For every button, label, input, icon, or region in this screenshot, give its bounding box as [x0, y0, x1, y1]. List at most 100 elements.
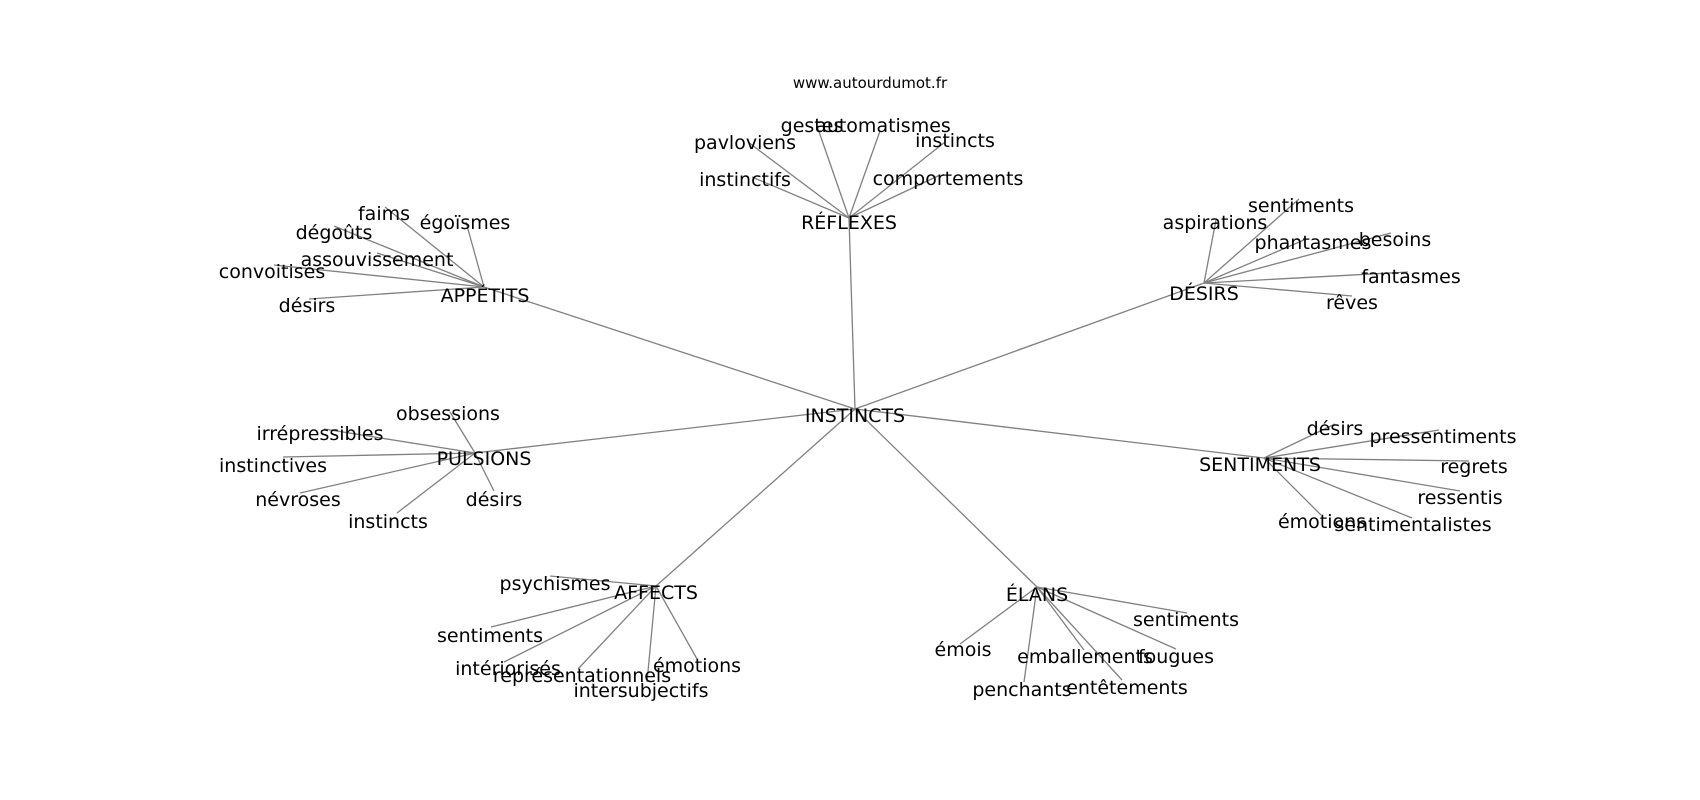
edge-pulsions-irrepressibles [323, 428, 476, 454]
edge-center-sentiments [854, 408, 1265, 459]
node-leaf-pulsions-desirs[interactable]: désirs [466, 489, 523, 511]
edge-center-reflexes [848, 217, 856, 410]
node-leaf-appetits-convoitises[interactable]: convoitises [219, 261, 325, 283]
node-leaf-appetits-assouvissement[interactable]: assouvissement [301, 249, 454, 271]
edge-elans-emois [959, 586, 1038, 645]
node-leaf-pulsions-irrepressibles[interactable]: irrépressibles [257, 423, 384, 445]
edge-elans-penchants [1023, 586, 1038, 683]
edge-reflexes-gestes [816, 125, 850, 219]
edge-reflexes-instincts [848, 141, 946, 219]
edge-desirs-reves [1203, 282, 1353, 297]
node-leaf-desirs-aspirations[interactable]: aspirations [1163, 212, 1268, 234]
edge-sentiments-regrets [1263, 457, 1470, 462]
edge-center-elans [854, 408, 1038, 588]
edge-reflexes-automatismes [848, 130, 881, 219]
node-leaf-reflexes-instincts[interactable]: instincts [915, 130, 995, 152]
edge-appetits-assouvissement [376, 252, 485, 288]
node-leaf-reflexes-comportements[interactable]: comportements [873, 168, 1024, 190]
node-leaf-sentiments-emotions[interactable]: émotions [1278, 511, 1366, 533]
edge-pulsions-instinctives [282, 452, 476, 458]
node-cluster-appetits[interactable]: APPÉTITS [441, 284, 530, 307]
edge-desirs-phantasmes [1203, 239, 1305, 284]
node-leaf-sentiments-sentimentalistes[interactable]: sentimentalistes [1334, 514, 1491, 536]
node-leaf-appetits-desirs[interactable]: désirs [279, 295, 336, 317]
node-leaf-pulsions-instinctives[interactable]: instinctives [219, 455, 327, 477]
edge-center-affects [655, 408, 856, 587]
node-leaf-pulsions-instincts[interactable]: instincts [348, 511, 428, 533]
node-leaf-desirs-phantasmes[interactable]: phantasmes [1255, 232, 1372, 254]
node-leaf-pulsions-obsessions[interactable]: obsessions [396, 403, 500, 425]
edge-appetits-desirs [308, 286, 485, 300]
edge-elans-entetements [1036, 586, 1123, 681]
edge-affects-interiorises [503, 585, 657, 663]
edge-reflexes-pavloviens [747, 141, 850, 219]
node-cluster-reflexes[interactable]: RÉFLEXES [801, 211, 897, 234]
node-leaf-elans-emballements[interactable]: emballements [1017, 646, 1153, 668]
node-leaf-desirs-fantasmes[interactable]: fantasmes [1361, 266, 1460, 288]
edge-sentiments-ressentis [1263, 457, 1461, 492]
node-leaf-elans-entetements[interactable]: entêtements [1066, 677, 1188, 699]
edge-center-appetits [483, 286, 856, 410]
edge-elans-emballements [1036, 586, 1085, 651]
edge-appetits-convoitises [273, 264, 485, 288]
node-leaf-elans-emois[interactable]: émois [935, 639, 992, 661]
node-leaf-desirs-besoins[interactable]: besoins [1359, 229, 1432, 251]
node-leaf-affects-representationnels[interactable]: représentationnels [493, 665, 671, 687]
node-leaf-reflexes-instinctifs[interactable]: instinctifs [699, 169, 791, 191]
source-url: www.autourdumot.fr [793, 74, 948, 92]
edge-affects-psychismes [549, 575, 657, 587]
node-leaf-reflexes-pavloviens[interactable]: pavloviens [694, 132, 796, 154]
node-leaf-affects-sentiments[interactable]: sentiments [437, 625, 543, 647]
edge-pulsions-desirs [474, 452, 495, 492]
edge-desirs-sentiments [1203, 198, 1300, 284]
node-leaf-appetits-faims[interactable]: faims [358, 203, 410, 225]
edge-appetits-degouts [333, 225, 485, 288]
edge-appetits-egoismes [465, 221, 485, 288]
edge-sentiments-sentimentalistes [1263, 457, 1413, 519]
edge-elans-sentiments [1036, 586, 1188, 614]
edge-center-pulsions [474, 408, 856, 454]
node-leaf-appetits-egoismes[interactable]: égoïsmes [420, 212, 511, 234]
node-leaf-sentiments-desirs[interactable]: désirs [1307, 418, 1364, 440]
node-leaf-sentiments-ressentis[interactable]: ressentis [1417, 487, 1502, 509]
edge-desirs-aspirations [1203, 219, 1217, 284]
node-cluster-pulsions[interactable]: PULSIONS [437, 448, 532, 470]
edge-affects-representationnels [577, 585, 657, 670]
node-center[interactable]: INSTINCTS [805, 405, 905, 427]
edge-affects-intersubjectifs [646, 585, 657, 683]
node-leaf-reflexes-automatismes[interactable]: automatismes [815, 115, 951, 137]
edge-desirs-fantasmes [1203, 271, 1409, 284]
node-leaf-reflexes-gestes[interactable]: gestes [781, 115, 844, 137]
node-leaf-affects-interiorises[interactable]: intériorisés [455, 658, 561, 680]
node-leaf-affects-psychismes[interactable]: psychismes [500, 573, 611, 595]
node-leaf-affects-intersubjectifs[interactable]: intersubjectifs [573, 680, 708, 702]
edge-pulsions-nevroses [299, 452, 476, 494]
edge-affects-sentiments [490, 585, 657, 628]
node-cluster-elans[interactable]: ÉLANS [1006, 583, 1068, 606]
node-leaf-sentiments-pressentiments[interactable]: pressentiments [1370, 426, 1517, 448]
node-leaf-sentiments-regrets[interactable]: regrets [1440, 456, 1508, 478]
node-leaf-affects-emotions[interactable]: émotions [653, 655, 741, 677]
edge-sentiments-desirs [1263, 423, 1336, 459]
edge-pulsions-instincts [396, 452, 476, 514]
node-leaf-desirs-reves[interactable]: rêves [1326, 292, 1378, 314]
node-leaf-desirs-sentiments[interactable]: sentiments [1248, 195, 1354, 217]
node-leaf-appetits-degouts[interactable]: dégoûts [296, 222, 373, 244]
edge-elans-fougues [1036, 586, 1177, 650]
node-cluster-desirs[interactable]: DÉSIRS [1169, 282, 1239, 305]
edge-pulsions-obsessions [449, 411, 476, 454]
node-leaf-elans-penchants[interactable]: penchants [972, 679, 1071, 701]
edge-desirs-besoins [1203, 232, 1392, 284]
edge-appetits-faims [384, 206, 485, 288]
node-leaf-pulsions-nevroses[interactable]: névroses [255, 489, 340, 511]
edge-sentiments-emotions [1263, 457, 1322, 516]
node-leaf-elans-fougues[interactable]: fougues [1138, 646, 1214, 668]
edge-sentiments-pressentiments [1263, 429, 1440, 459]
node-cluster-affects[interactable]: AFFECTS [614, 582, 698, 604]
node-cluster-sentiments[interactable]: SENTIMENTS [1199, 454, 1321, 476]
edge-center-desirs [854, 282, 1205, 410]
edges [273, 125, 1470, 683]
node-leaf-elans-sentiments[interactable]: sentiments [1133, 609, 1239, 631]
